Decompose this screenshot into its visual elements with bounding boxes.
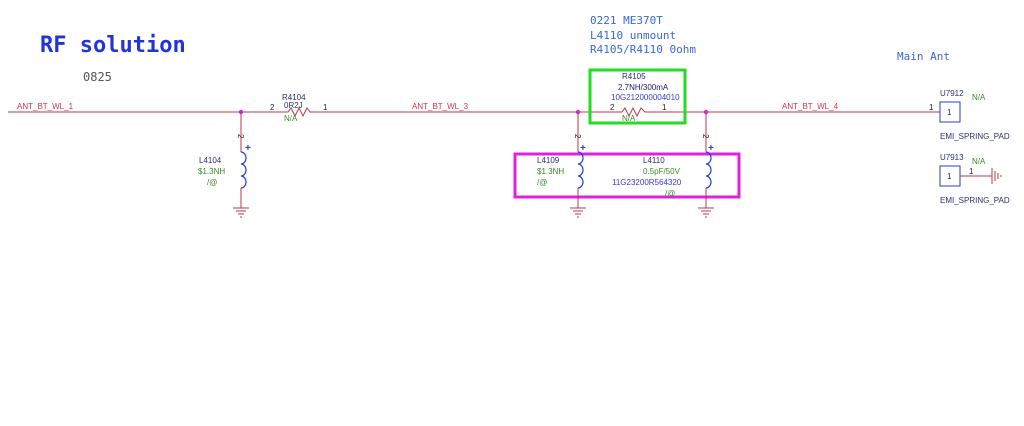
highlight-box-magenta [513,152,741,199]
r4105-ref: R4105 [622,72,646,81]
u7913-status: N/A [972,157,986,166]
u7912-status: N/A [972,93,986,102]
l4104-value: $1.3NH [198,167,225,176]
note-3: R4105/R4110 0ohm [590,43,696,56]
r4105-part: 10G212000004010 [611,93,680,102]
svg-text:+: + [245,143,251,154]
inductor-l4110: + 2 L4110 0.5pF/50V 11G23200R564320 /@ [612,112,714,208]
r4104-ref: R4104 [282,93,306,102]
u7913-pin-ext: 1 [969,167,974,176]
r4105-status: N/A [622,114,636,123]
u7912-pin-ext: 1 [929,103,934,112]
title: RF solution [40,33,186,58]
u7913-name: EMI_SPRING_PAD [940,196,1010,205]
u7912-name: EMI_SPRING_PAD [940,132,1010,141]
l4110-option: /@ [665,189,675,198]
u7913-ref: U7913 [940,153,964,162]
r4104-status: N/A [284,114,298,123]
r4104-pin-2: 2 [270,103,275,112]
date-code: 0825 [83,70,112,84]
l4110-part: 11G23200R564320 [612,178,682,187]
l4110-value: 0.5pF/50V [643,167,681,176]
l4110-pin: 2 [701,134,710,139]
l4109-option: /@ [537,178,547,187]
l4109-ref: L4109 [537,156,560,165]
pad-u7913: 1 1 U7913 N/A EMI_SPRING_PAD [939,153,1010,205]
note-2: L4110 unmount [590,29,676,42]
net-label-3: ANT_BT_WL_3 [412,102,469,111]
r4105-pin-2: 2 [610,103,615,112]
l4109-pin: 2 [573,134,582,139]
r4104-value: 0R2J [284,101,303,110]
ground-icon [991,168,1002,184]
inductor-l4104: + 2 L4104 $1.3NH /@ [198,112,251,208]
u7912-pin: 1 [947,108,952,117]
l4109-value: $1.3NH [537,167,564,176]
u7913-pin: 1 [947,172,952,181]
note-1: 0221 ME370T [590,14,663,27]
resistor-r4104: R4104 0R2J N/A 2 1 [270,93,328,123]
svg-text:+: + [708,143,714,154]
inductor-l4109: + 2 L4109 $1.3NH /@ [537,112,586,208]
highlight-box-green [588,68,687,125]
pad-u7912: 1 1 U7912 N/A EMI_SPRING_PAD [929,89,1010,141]
net-label-1: ANT_BT_WL_1 [17,102,74,111]
main-ant-label: Main Ant [897,50,950,63]
ground-icon [570,207,586,218]
ground-icon [233,207,249,218]
ground-icon [698,207,714,218]
r4105-value: 2.7NH/300mA [618,83,669,92]
l4104-option: /@ [207,178,217,187]
r4105-pin-1: 1 [662,103,667,112]
r4104-pin-1: 1 [323,103,328,112]
l4104-pin: 2 [236,134,245,139]
u7912-ref: U7912 [940,89,964,98]
resistor-r4105: R4105 2.7NH/300mA 10G212000004010 N/A 2 … [610,72,680,123]
svg-text:+: + [580,143,586,154]
l4110-ref: L4110 [643,156,665,165]
l4104-ref: L4104 [199,156,222,165]
net-label-4: ANT_BT_WL_4 [782,102,839,111]
